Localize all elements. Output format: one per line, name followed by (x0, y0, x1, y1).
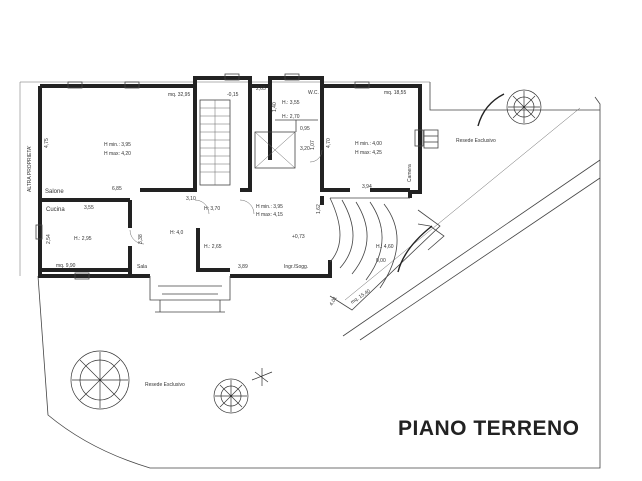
wc-depth: 0,95 (300, 126, 310, 132)
salone-side: 4,75 (44, 138, 50, 148)
cucina-label: Cucina (46, 207, 65, 213)
stair-width: 2,65 (256, 86, 266, 92)
staircase (199, 99, 231, 186)
sala-label: Sala (137, 264, 147, 270)
windows (35, 73, 424, 280)
street-line (344, 107, 581, 301)
camera-label: Camera (407, 164, 413, 182)
wc-depth-2: 1,07 (310, 140, 316, 150)
boundary-inner (19, 81, 430, 276)
tree-icon (506, 89, 542, 125)
street-line (342, 159, 601, 337)
ingresso-level: +0,73 (292, 234, 305, 240)
street-line (359, 177, 601, 341)
tree-icon (213, 378, 249, 414)
boundary-top-line (429, 82, 600, 111)
page-title: PIANO TERRENO (398, 417, 580, 440)
ingresso-side: 1,62 (316, 204, 322, 214)
shrub-icon (251, 368, 273, 386)
hand-drawn-curve (397, 225, 433, 273)
porch-area: mq. 15,40 (350, 288, 372, 306)
porch-height: H.: 4,60 (376, 244, 394, 250)
altra-proprieta-label: ALTRA PROPRIETA' (27, 146, 33, 192)
hall-height: H: 4,0 (170, 230, 184, 236)
cucina-side: 2,54 (46, 234, 52, 244)
salone-height-max: H max: 4,20 (104, 151, 131, 157)
hall-width: 3,10 (186, 196, 196, 202)
camera-width: 3,94 (362, 184, 372, 190)
resede-top-label: Resede Esclusivo (456, 138, 496, 144)
stair-level: -0,15 (227, 92, 239, 98)
wc-partition (275, 119, 318, 132)
salone-width: 6,85 (112, 186, 122, 192)
camera-side: 4,70 (326, 138, 332, 148)
curved-entrance-stair (329, 197, 410, 289)
cucina-area: mq. 9,90 (56, 263, 76, 269)
door-swings (129, 149, 323, 245)
porch (329, 129, 445, 311)
salone-height-min: H min.: 3,95 (104, 142, 131, 148)
sala-side: 3,38 (138, 234, 144, 244)
exterior-walls (38, 76, 422, 278)
interior-walls (40, 86, 410, 276)
tree-icon (70, 350, 130, 410)
camera-height-min: H min.: 4,00 (355, 141, 382, 147)
wc-width: 1,40 (272, 102, 278, 112)
wc-label: W.C. (308, 90, 319, 96)
camera-area: mq. 18,55 (384, 90, 406, 96)
property-boundary (37, 96, 601, 469)
porch-level: 0,00 (376, 258, 386, 264)
resede-bottom-label: Resede Esclusivo (145, 382, 185, 388)
hall-height-2: H: 3,70 (204, 206, 220, 212)
ingresso-width: 3,89 (238, 264, 248, 270)
camera-height-max: H max: 4,25 (355, 150, 382, 156)
small-room-height: H.: 2,65 (204, 244, 222, 250)
wc-depth-3: 3,20 (300, 146, 310, 152)
wc-height-2: H.: 2,70 (282, 114, 300, 120)
hand-drawn-curve (477, 93, 505, 127)
ingresso-height-min: H min.: 3,95 (256, 204, 283, 210)
cucina-height: H.: 2,95 (74, 236, 92, 242)
entrance-steps (149, 276, 231, 313)
salone-label: Salone (45, 189, 64, 195)
wc-height: H.: 3,55 (282, 100, 300, 106)
ingresso-height-max: H max: 4,15 (256, 212, 283, 218)
salone-area: mq. 32,95 (168, 92, 190, 98)
cucina-width: 3,55 (84, 205, 94, 211)
elevator-shaft (254, 131, 296, 169)
ingresso-label: Ingr./Sogg. (284, 264, 308, 270)
porch-side: 4,01 (329, 295, 339, 307)
